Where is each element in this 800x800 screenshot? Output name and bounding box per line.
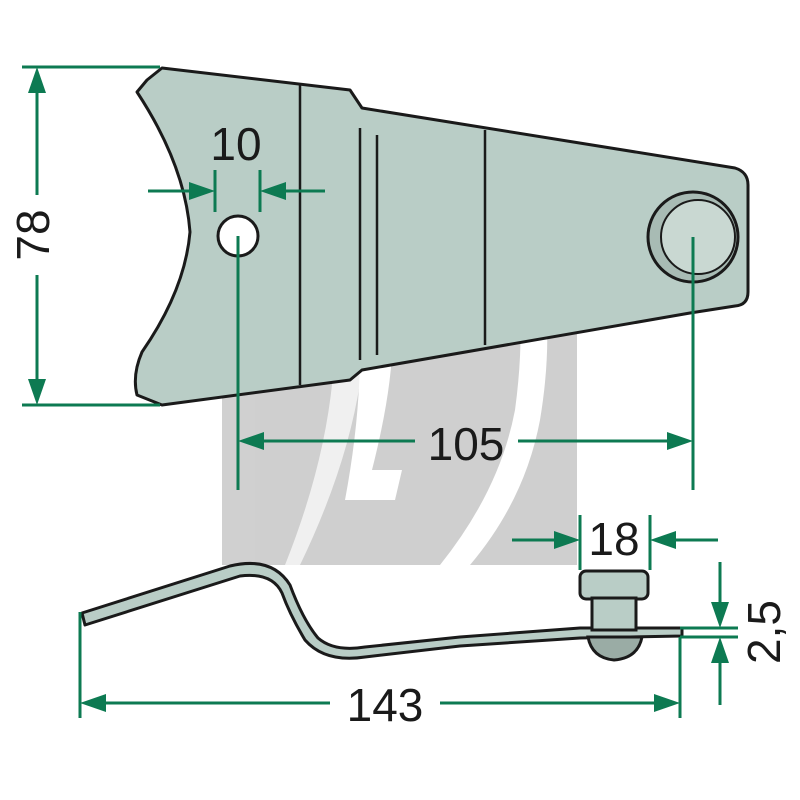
dimension-hole-spacing: 105 xyxy=(236,236,695,490)
dimension-hole-diameter: 10 xyxy=(148,118,325,212)
part-outline xyxy=(133,66,750,407)
pin-head-side xyxy=(578,569,650,601)
dimension-height: 78 xyxy=(7,65,160,407)
rivet-bottom xyxy=(586,635,644,662)
part-top-view xyxy=(133,66,750,407)
dimension-thickness: 2,5 xyxy=(680,562,790,705)
part-side-view xyxy=(80,561,684,662)
pin-shaft-side xyxy=(590,596,638,632)
length-label: 143 xyxy=(347,679,424,731)
pin-shaft xyxy=(660,199,736,275)
dimension-length: 143 xyxy=(78,612,682,731)
height-label: 78 xyxy=(7,209,59,260)
pin-width-label: 18 xyxy=(588,513,639,565)
dimension-pin-width: 18 xyxy=(512,513,718,570)
hole-diameter-label: 10 xyxy=(210,118,261,170)
hole-spacing-label: 105 xyxy=(428,418,505,470)
thickness-label: 2,5 xyxy=(738,600,790,664)
